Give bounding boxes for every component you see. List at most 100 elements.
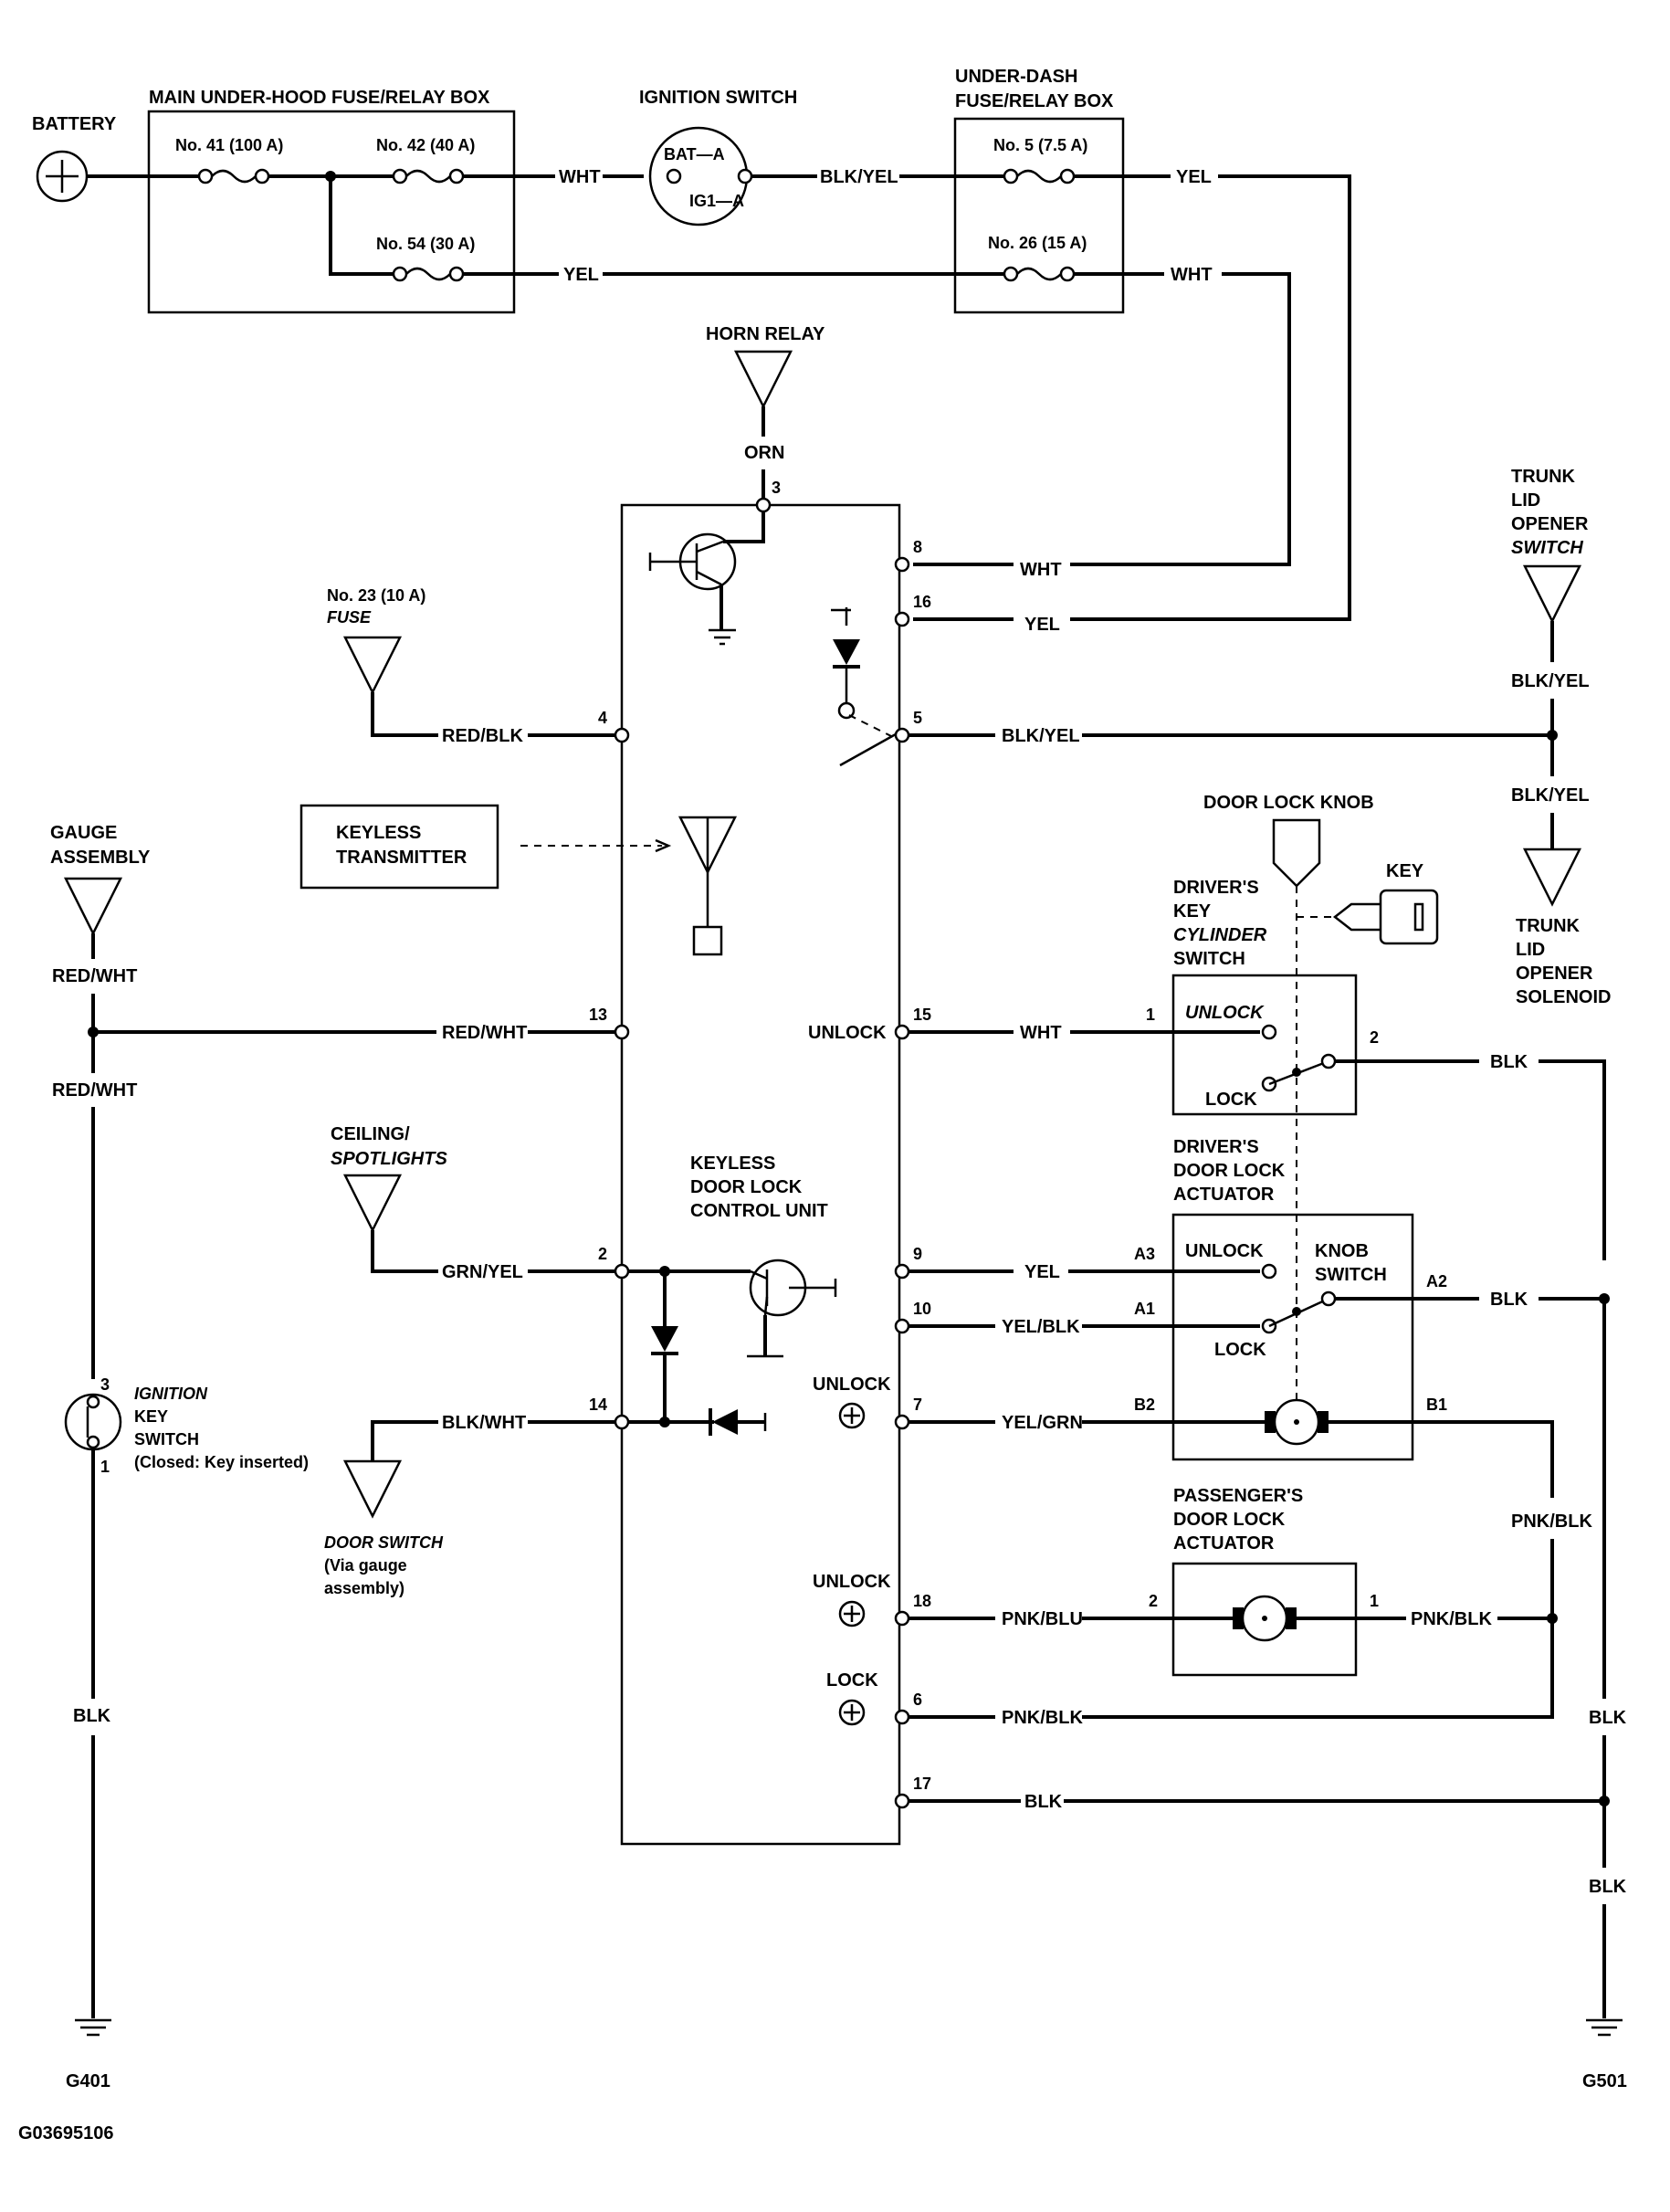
wire-wht-fuse26: WHT — [1171, 265, 1213, 285]
plus-icon-6 — [838, 1699, 866, 1726]
fuse-42-symbol — [392, 168, 465, 184]
fuse-54-label: No. 54 (30 A) — [376, 235, 475, 253]
fuse-23-symbol — [342, 636, 403, 695]
gauge-assembly-symbol — [63, 877, 123, 936]
horn-relay-label: HORN RELAY — [706, 324, 825, 344]
wire-yel-blk: YEL/BLK — [1002, 1317, 1080, 1337]
key-label: KEY — [1386, 861, 1424, 881]
wire-blk-yel-pin5: BLK/YEL — [1002, 726, 1080, 746]
svg-text:5: 5 — [913, 709, 922, 727]
fuse-42-label: No. 42 (40 A) — [376, 136, 475, 154]
svg-text:B1: B1 — [1426, 1396, 1447, 1414]
transistor-1 — [648, 511, 765, 646]
wire-blk-ign: BLK — [73, 1706, 111, 1726]
svg-text:4: 4 — [598, 709, 607, 727]
unlock-label-15: UNLOCK — [808, 1023, 887, 1043]
trunk-switch-symbol — [1522, 564, 1582, 624]
wire-blk-wht: BLK/WHT — [442, 1413, 526, 1433]
gauge-label-1: GAUGE — [50, 823, 117, 843]
door-lock-knob-symbol — [1272, 818, 1321, 888]
fuse-5-label: No. 5 (7.5 A) — [993, 136, 1087, 154]
svg-text:10: 10 — [913, 1300, 931, 1318]
act-lock-label: LOCK — [1214, 1340, 1266, 1360]
underdash-label-1: UNDER-DASH — [955, 67, 1077, 87]
keyless-transmitter — [299, 804, 499, 890]
g401-label: G401 — [66, 2071, 110, 2091]
svg-text:7: 7 — [913, 1396, 922, 1414]
key-cylinder-label-2: KEY — [1173, 901, 1212, 922]
svg-text:A2: A2 — [1426, 1272, 1447, 1290]
unlock-label-18: UNLOCK — [813, 1572, 891, 1592]
door-switch-symbol — [342, 1459, 403, 1519]
fuse-54-symbol — [392, 266, 465, 282]
wire-red-blk: RED/BLK — [442, 726, 523, 746]
wire-blk-pin17: BLK — [1024, 1792, 1063, 1812]
svg-text:WHT: WHT — [1020, 560, 1062, 580]
passenger-actuator-label-2: DOOR LOCK — [1173, 1510, 1286, 1530]
svg-text:14: 14 — [589, 1396, 607, 1414]
underdash-label-2: FUSE/RELAY BOX — [955, 91, 1114, 111]
wire-red-wht-2: RED/WHT — [52, 1080, 137, 1101]
driver-door-lock-actuator — [1171, 1213, 1414, 1461]
svg-text:6: 6 — [913, 1691, 922, 1709]
passenger-actuator-label-3: ACTUATOR — [1173, 1533, 1275, 1554]
diode-switch-5 — [831, 607, 903, 767]
wire-yel-main: YEL — [563, 265, 599, 285]
wire-blk-right-1: BLK — [1589, 1708, 1627, 1728]
transistor-2 — [747, 1259, 837, 1358]
svg-text:3: 3 — [100, 1375, 110, 1394]
svg-text:13: 13 — [589, 1006, 607, 1024]
svg-text:18: 18 — [913, 1592, 931, 1610]
wire-blk-act: BLK — [1490, 1290, 1528, 1310]
main-fuse-box — [147, 110, 516, 314]
wire-pnk-blu: PNK/BLU — [1002, 1609, 1083, 1629]
trunk-solenoid-label-4: SOLENOID — [1516, 987, 1611, 1007]
wire-red-wht-pin13: RED/WHT — [442, 1023, 527, 1043]
svg-text:9: 9 — [913, 1245, 922, 1263]
driver-motor-icon — [1265, 1398, 1329, 1446]
key-cylinder-label-4: SWITCH — [1173, 949, 1245, 969]
control-unit-label-1: KEYLESS — [690, 1153, 775, 1174]
svg-text:15: 15 — [913, 1006, 931, 1024]
svg-text:3: 3 — [772, 479, 781, 497]
wire-blk-yel-trunk1: BLK/YEL — [1511, 671, 1590, 691]
door-switch-label-2: (Via gauge — [324, 1556, 407, 1575]
fuse-41-symbol — [197, 168, 270, 184]
wire-blk-right-2: BLK — [1589, 1877, 1627, 1897]
figure-id: G03695106 — [18, 2123, 114, 2144]
svg-text:1: 1 — [1370, 1592, 1379, 1610]
ceiling-label-1: CEILING/ — [331, 1124, 410, 1144]
svg-text:A1: A1 — [1134, 1300, 1155, 1318]
ceiling-label-2: SPOTLIGHTS — [331, 1149, 447, 1169]
actuator-label-2: DOOR LOCK — [1173, 1161, 1286, 1181]
fuse-26-label: No. 26 (15 A) — [988, 234, 1087, 252]
knob-switch-label-1: KNOB — [1315, 1241, 1369, 1261]
wire-wht-pin15: WHT — [1020, 1023, 1062, 1043]
wire-grn-yel: GRN/YEL — [442, 1262, 523, 1282]
trunk-solenoid-label-2: LID — [1516, 940, 1545, 960]
ign-key-label-1: IGNITION — [134, 1385, 208, 1403]
cyl-lock-label: LOCK — [1205, 1090, 1257, 1110]
door-switch-label-3: assembly) — [324, 1579, 404, 1597]
wire-yel-fuse5: YEL — [1176, 167, 1212, 187]
keyless-door-lock-control-unit — [620, 503, 901, 1846]
ig1-a-label: IG1—A — [689, 192, 744, 210]
fuse-26-symbol — [1003, 266, 1076, 282]
fuse-23-label-2: FUSE — [327, 608, 372, 627]
trunk-switch-label-4: SWITCH — [1511, 538, 1583, 558]
control-unit-label-3: CONTROL UNIT — [690, 1201, 828, 1221]
actuator-label-1: DRIVER'S — [1173, 1137, 1259, 1157]
act-unlock-label: UNLOCK — [1185, 1241, 1264, 1261]
underdash-fuse-box — [953, 117, 1125, 314]
plus-icon-7 — [838, 1402, 866, 1429]
ign-key-label-3: SWITCH — [134, 1430, 199, 1448]
key-cylinder-label-1: DRIVER'S — [1173, 878, 1259, 898]
door-switch-label-1: DOOR SWITCH — [324, 1533, 444, 1552]
wire-blk-yel-ign: BLK/YEL — [820, 167, 898, 187]
trunk-solenoid-label-3: OPENER — [1516, 964, 1593, 984]
passenger-actuator-label-1: PASSENGER'S — [1173, 1486, 1303, 1506]
ignition-key-switch — [64, 1393, 122, 1451]
battery-icon — [36, 150, 89, 203]
actuator-label-3: ACTUATOR — [1173, 1185, 1275, 1205]
